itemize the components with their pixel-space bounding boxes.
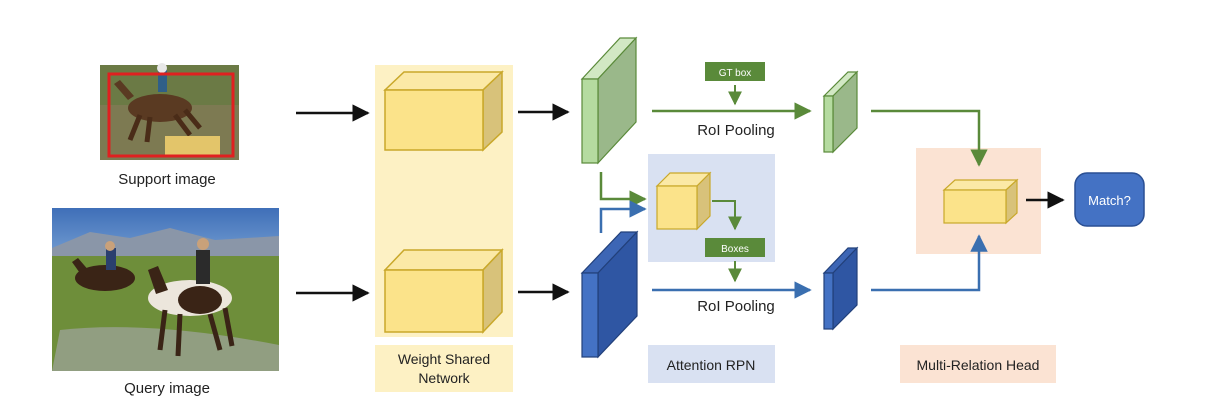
boxes-tag <box>705 238 765 257</box>
head-label: Multi-Relation Head <box>917 357 1040 373</box>
rpn-label-panel <box>648 345 775 383</box>
query-feature-map <box>580 230 639 359</box>
gt-box-label: GT box <box>719 68 752 79</box>
backbone-label-line2: Network <box>418 370 470 386</box>
backbone-label-panel <box>375 345 513 392</box>
match-output-box <box>1074 172 1145 227</box>
match-label: Match? <box>1088 193 1131 208</box>
backbone-cube-bottom <box>383 248 504 334</box>
arrow-query-roi-to-head <box>871 234 988 292</box>
query-image <box>52 208 279 371</box>
roi-pooling-bottom-label: RoI Pooling <box>697 298 775 315</box>
arrow-query-to-rpn <box>599 200 647 233</box>
roi-pooling-top-label: RoI Pooling <box>697 122 775 139</box>
query-image-caption: Query image <box>124 380 210 397</box>
query-roi-feature <box>822 246 859 331</box>
arrow-support-roi-to-head <box>871 109 988 167</box>
head-cube <box>942 178 1019 225</box>
support-roi-feature <box>822 70 859 154</box>
arrow-support-to-rpn <box>599 172 647 208</box>
support-image-caption: Support image <box>118 171 216 188</box>
support-image <box>100 63 239 160</box>
support-feature-map <box>580 36 638 165</box>
arrow-rpn-to-boxes <box>712 200 742 231</box>
head-label-panel <box>900 345 1056 383</box>
rpn-cube <box>655 171 712 231</box>
boxes-label: Boxes <box>721 244 749 255</box>
backbone-cube-top <box>383 70 504 152</box>
gt-box-tag <box>705 62 765 81</box>
gt-bounding-box <box>107 72 235 158</box>
backbone-label-line1: Weight Shared <box>398 351 490 367</box>
rpn-label: Attention RPN <box>667 357 756 373</box>
